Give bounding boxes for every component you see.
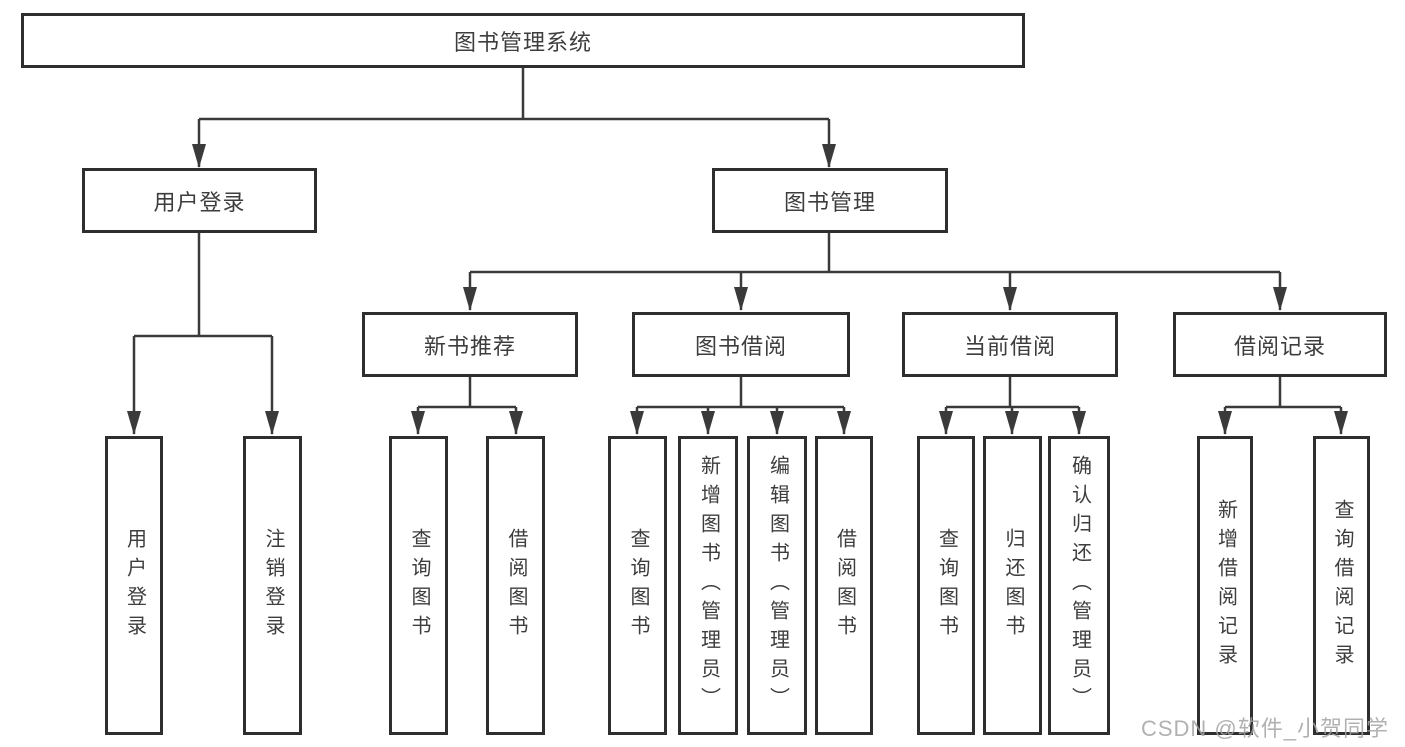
connector-user-login-children xyxy=(127,233,279,435)
leaf-add-book-admin-label: 新增图书（管理员） xyxy=(697,455,720,716)
node-borrow-records: 借阅记录 xyxy=(1173,312,1387,377)
leaf-query-books-borrow: 查询图书 xyxy=(608,436,667,735)
leaf-query-books-recommend: 查询图书 xyxy=(389,436,448,735)
leaf-add-borrow-record: 新增借阅记录 xyxy=(1197,436,1253,735)
node-root-system: 图书管理系统 xyxy=(21,13,1025,68)
leaf-logout: 注销登录 xyxy=(243,436,302,735)
node-book-borrow: 图书借阅 xyxy=(632,312,850,377)
leaf-user-login-label: 用户登录 xyxy=(123,527,146,644)
node-user-login: 用户登录 xyxy=(82,168,317,233)
leaf-borrow-books-label: 借阅图书 xyxy=(833,527,856,644)
node-current-borrow: 当前借阅 xyxy=(902,312,1118,377)
leaf-borrow-books-recommend: 借阅图书 xyxy=(486,436,545,735)
leaf-edit-book-admin: 编辑图书（管理员） xyxy=(747,436,807,735)
node-book-management: 图书管理 xyxy=(712,168,948,233)
leaf-logout-label: 注销登录 xyxy=(262,527,284,644)
leaf-confirm-return-admin-label: 确认归还（管理员） xyxy=(1068,455,1091,716)
node-new-book-recommend: 新书推荐 xyxy=(362,312,578,377)
leaf-add-borrow-record-label: 新增借阅记录 xyxy=(1214,498,1237,673)
leaf-query-borrow-record: 查询借阅记录 xyxy=(1313,436,1370,735)
leaf-edit-book-admin-label: 编辑图书（管理员） xyxy=(766,455,789,716)
connector-new-book-children xyxy=(411,377,523,435)
leaf-return-books: 归还图书 xyxy=(983,436,1042,735)
leaf-add-book-admin: 新增图书（管理员） xyxy=(678,436,738,735)
leaf-query-books-current: 查询图书 xyxy=(917,436,975,735)
connector-current-borrow-children xyxy=(939,377,1086,435)
leaf-borrow-books: 借阅图书 xyxy=(815,436,873,735)
leaf-query-borrow-record-label: 查询借阅记录 xyxy=(1331,498,1353,673)
leaf-confirm-return-admin: 确认归还（管理员） xyxy=(1048,436,1110,735)
connector-borrow-record-children xyxy=(1218,377,1348,435)
leaf-borrow-books-recommend-label: 借阅图书 xyxy=(505,527,527,644)
leaf-query-books-current-label: 查询图书 xyxy=(935,527,958,644)
connector-root-to-level2 xyxy=(192,68,836,168)
leaf-user-login: 用户登录 xyxy=(105,436,163,735)
leaf-query-books-borrow-label: 查询图书 xyxy=(627,527,649,644)
leaf-return-books-label: 归还图书 xyxy=(1002,527,1024,644)
connector-book-mgmt-to-level3 xyxy=(463,233,1287,311)
csdn-watermark: CSDN @软件_小贺同学 xyxy=(1140,716,1389,741)
connector-book-borrow-children xyxy=(630,377,851,435)
leaf-query-books-recommend-label: 查询图书 xyxy=(408,527,430,644)
